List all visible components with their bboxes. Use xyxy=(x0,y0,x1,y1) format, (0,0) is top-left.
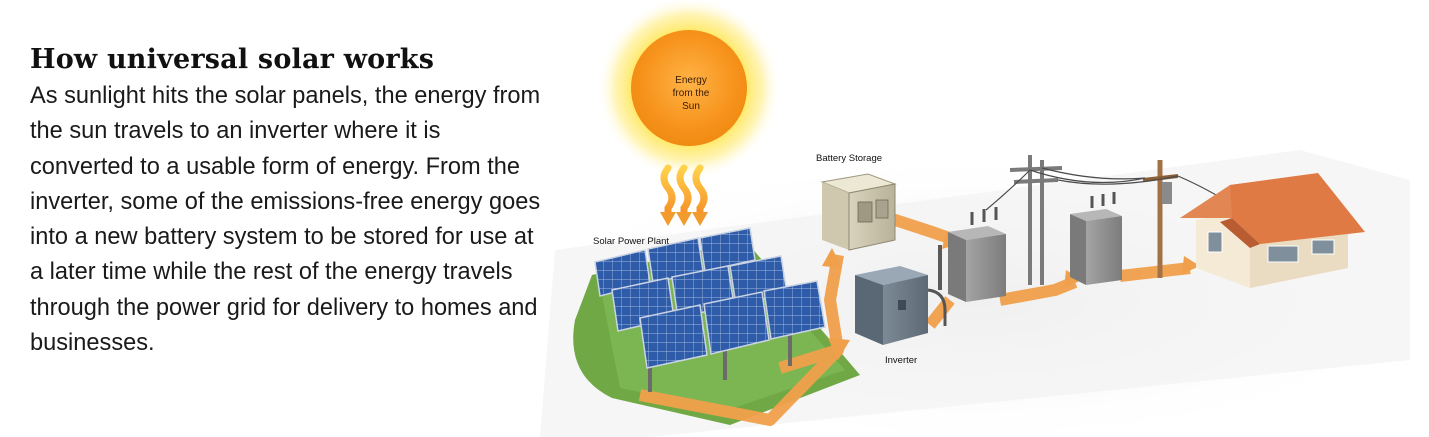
battery-storage-cabinet xyxy=(820,173,897,251)
heat-wave-arrowheads xyxy=(660,212,708,226)
body-copy: As sunlight hits the solar panels, the e… xyxy=(30,83,541,357)
sun-label-2: from the xyxy=(673,88,710,99)
inverter-label: Inverter xyxy=(885,355,917,366)
house-windows xyxy=(1207,231,1335,263)
solar-diagram: Energy from the Sun xyxy=(537,0,1429,437)
solar-panel-array xyxy=(594,227,826,392)
heat-wave-arrows-icon xyxy=(660,164,708,218)
transformer-2 xyxy=(1070,192,1122,285)
power-lines xyxy=(985,167,1233,211)
solar-panels-front-row xyxy=(639,280,826,369)
sun-icon: Energy from the Sun xyxy=(597,0,781,180)
text-panel: How universal solar works As sunlight hi… xyxy=(30,44,550,361)
solar-power-plant-label: Solar Power Plant xyxy=(593,236,669,247)
transmission-tower xyxy=(1009,155,1063,285)
transformer-1 xyxy=(938,207,1006,302)
house-icon xyxy=(1180,173,1365,288)
battery-storage-label: Battery Storage xyxy=(816,153,882,164)
headline: How universal solar works xyxy=(30,44,435,75)
inverter-cabinet xyxy=(855,266,947,345)
sun-label-1: Energy xyxy=(675,75,707,86)
solar-panels-back-row xyxy=(594,227,756,297)
sun-label-3: Sun xyxy=(682,101,700,112)
